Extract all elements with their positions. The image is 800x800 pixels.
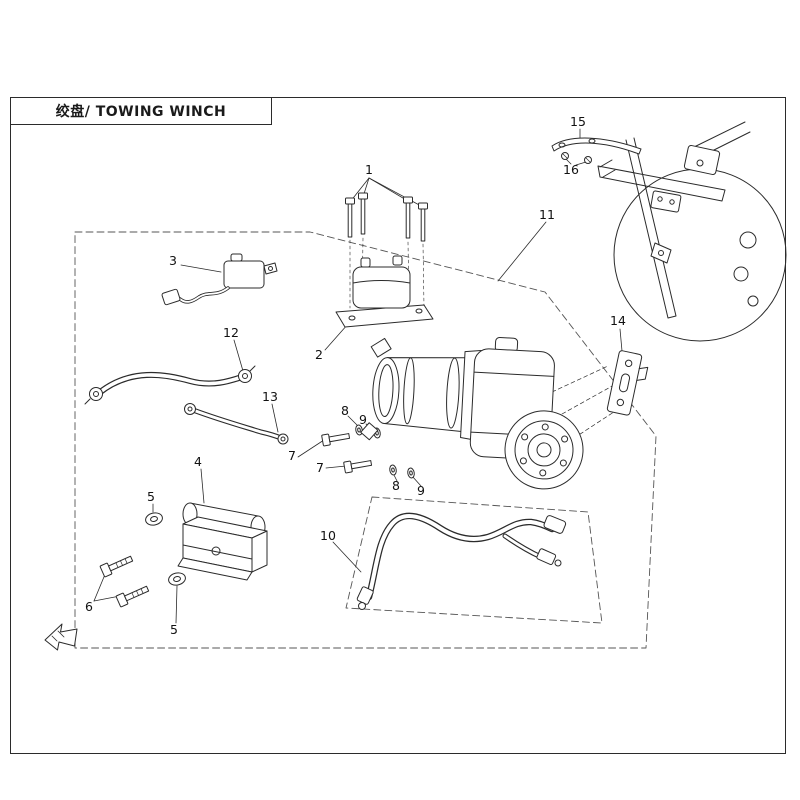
relay-assembly [161, 253, 278, 306]
cable-12 [84, 365, 256, 405]
contactor-assembly [335, 255, 434, 328]
callout-10: 10 [320, 527, 336, 543]
callout-9b: 9 [417, 482, 425, 498]
washer-5a [145, 512, 163, 526]
callout-7a: 7 [288, 447, 296, 463]
direction-arrow-icon [44, 623, 78, 651]
mount-bracket-4 [177, 502, 268, 581]
title-box: 绞盘/ TOWING WINCH [10, 97, 272, 125]
washer-8b [389, 464, 397, 476]
vehicle-frame-section [597, 121, 787, 342]
callout-5a: 5 [147, 488, 155, 504]
cable-boundary-dashed [345, 496, 603, 624]
callout-8b: 8 [392, 477, 400, 493]
callout-leader-lines [93, 128, 623, 624]
bolts-1 [345, 192, 428, 242]
callout-5b: 5 [170, 621, 178, 637]
callout-6: 6 [85, 598, 93, 614]
callout-7b: 7 [316, 459, 324, 475]
callout-8a: 8 [341, 402, 349, 418]
cable-10 [356, 512, 567, 610]
bracket-14 [606, 350, 649, 416]
bolts-16 [561, 152, 592, 164]
washer-5b [168, 572, 186, 586]
winch-motor-assembly [360, 336, 584, 490]
callout-14: 14 [610, 312, 626, 328]
callout-9a: 9 [359, 411, 367, 427]
callout-2: 2 [315, 346, 323, 362]
bolt-6a [99, 555, 134, 578]
callout-13: 13 [262, 388, 278, 404]
washer-8a [355, 424, 363, 436]
callout-16: 16 [563, 161, 579, 177]
callout-12: 12 [223, 324, 239, 340]
callout-15: 15 [570, 113, 586, 129]
callout-3: 3 [169, 252, 177, 268]
callout-1: 1 [365, 161, 373, 177]
washer-9b [407, 467, 415, 479]
bracket-15 [551, 137, 642, 155]
bolt-7b [343, 460, 373, 474]
callout-4: 4 [194, 453, 202, 469]
diagram-border [10, 97, 786, 754]
page-title: 绞盘/ TOWING WINCH [55, 104, 227, 120]
assembly-boundary-dashed [74, 231, 657, 649]
bolt-7a [321, 433, 351, 447]
bolt-6b [115, 585, 150, 608]
callout-11: 11 [539, 206, 555, 222]
cable-13 [184, 403, 289, 445]
